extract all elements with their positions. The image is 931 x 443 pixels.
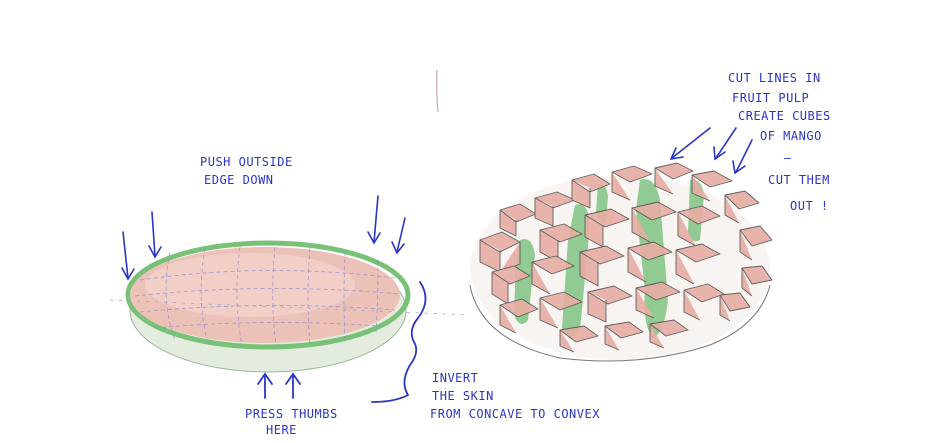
note-invert-3: FROM CONCAVE TO CONVEX	[430, 407, 600, 421]
note-press-thumbs-1: PRESS THUMBS	[245, 407, 338, 421]
press-thumb-arrows	[258, 374, 300, 398]
note-cut-lines-2: FRUIT PULP	[732, 91, 809, 105]
inverted-mango	[470, 163, 772, 361]
mango-flesh-highlight	[145, 253, 355, 317]
note-cut-them-1: CUT THEM	[768, 173, 830, 187]
arrow-diagonal-icon	[716, 128, 736, 158]
note-invert-1: INVERT	[432, 371, 478, 385]
note-cut-lines-4: OF MANGO	[760, 129, 822, 143]
arrow-down-icon	[152, 212, 155, 256]
arrow-diagonal-icon	[672, 128, 710, 158]
note-cut-them-2: OUT !	[790, 199, 829, 213]
stray-mark	[437, 70, 438, 112]
note-cut-lines-3: CREATE CUBES	[738, 109, 831, 123]
note-dash: –	[784, 151, 792, 165]
note-press-thumbs-2: HERE	[266, 423, 297, 437]
note-push-outside-2: EDGE DOWN	[204, 173, 274, 187]
note-cut-lines-1: CUT LINES IN	[728, 71, 821, 85]
note-push-outside-1: PUSH OUTSIDE	[200, 155, 293, 169]
arrow-down-icon	[374, 196, 378, 242]
note-invert-2: THE SKIN	[432, 389, 494, 403]
